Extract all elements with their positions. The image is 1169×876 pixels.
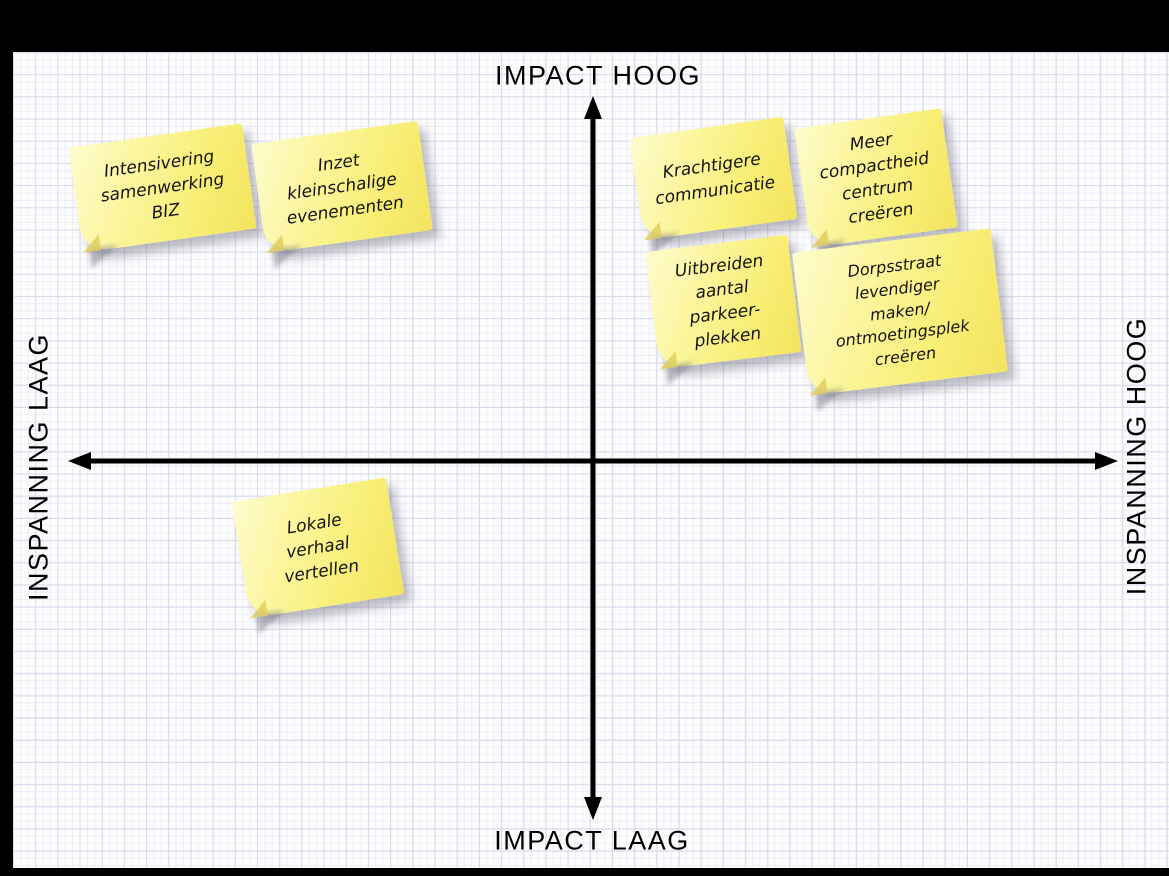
arrowhead-left-icon: [68, 452, 91, 470]
sticky-note-meer-compactheid-centrum: Meer compactheid centrum creëren: [794, 108, 958, 248]
arrowhead-down-icon: [584, 797, 602, 820]
sticky-note-lokale-verhaal-vertellen: Lokale verhaal vertellen: [231, 477, 405, 619]
axis-label-inspanning-laag: INSPANNING LAAG: [23, 332, 54, 602]
axis-label-impact-hoog: IMPACT HOOG: [494, 60, 702, 91]
sticky-note-uitbreiden-parkeerplekken: Uitbreiden aantal parkeer- plekken: [645, 234, 802, 370]
axis-label-inspanning-hoog: INSPANNING HOOG: [1121, 316, 1152, 596]
sticky-note-krachtigere-communicatie: Krachtigere communicatie: [629, 116, 798, 241]
sticky-note-dorpsstraat-levendiger: Dorpsstraat levendiger maken/ ontmoeting…: [791, 228, 1009, 396]
arrowhead-right-icon: [1095, 452, 1118, 470]
sticky-note-inzet-kleinschalige-evenementen: Inzet kleinschalige evenementen: [251, 120, 433, 254]
arrowhead-up-icon: [584, 96, 602, 119]
axis-label-impact-laag: IMPACT LAAG: [494, 825, 690, 856]
